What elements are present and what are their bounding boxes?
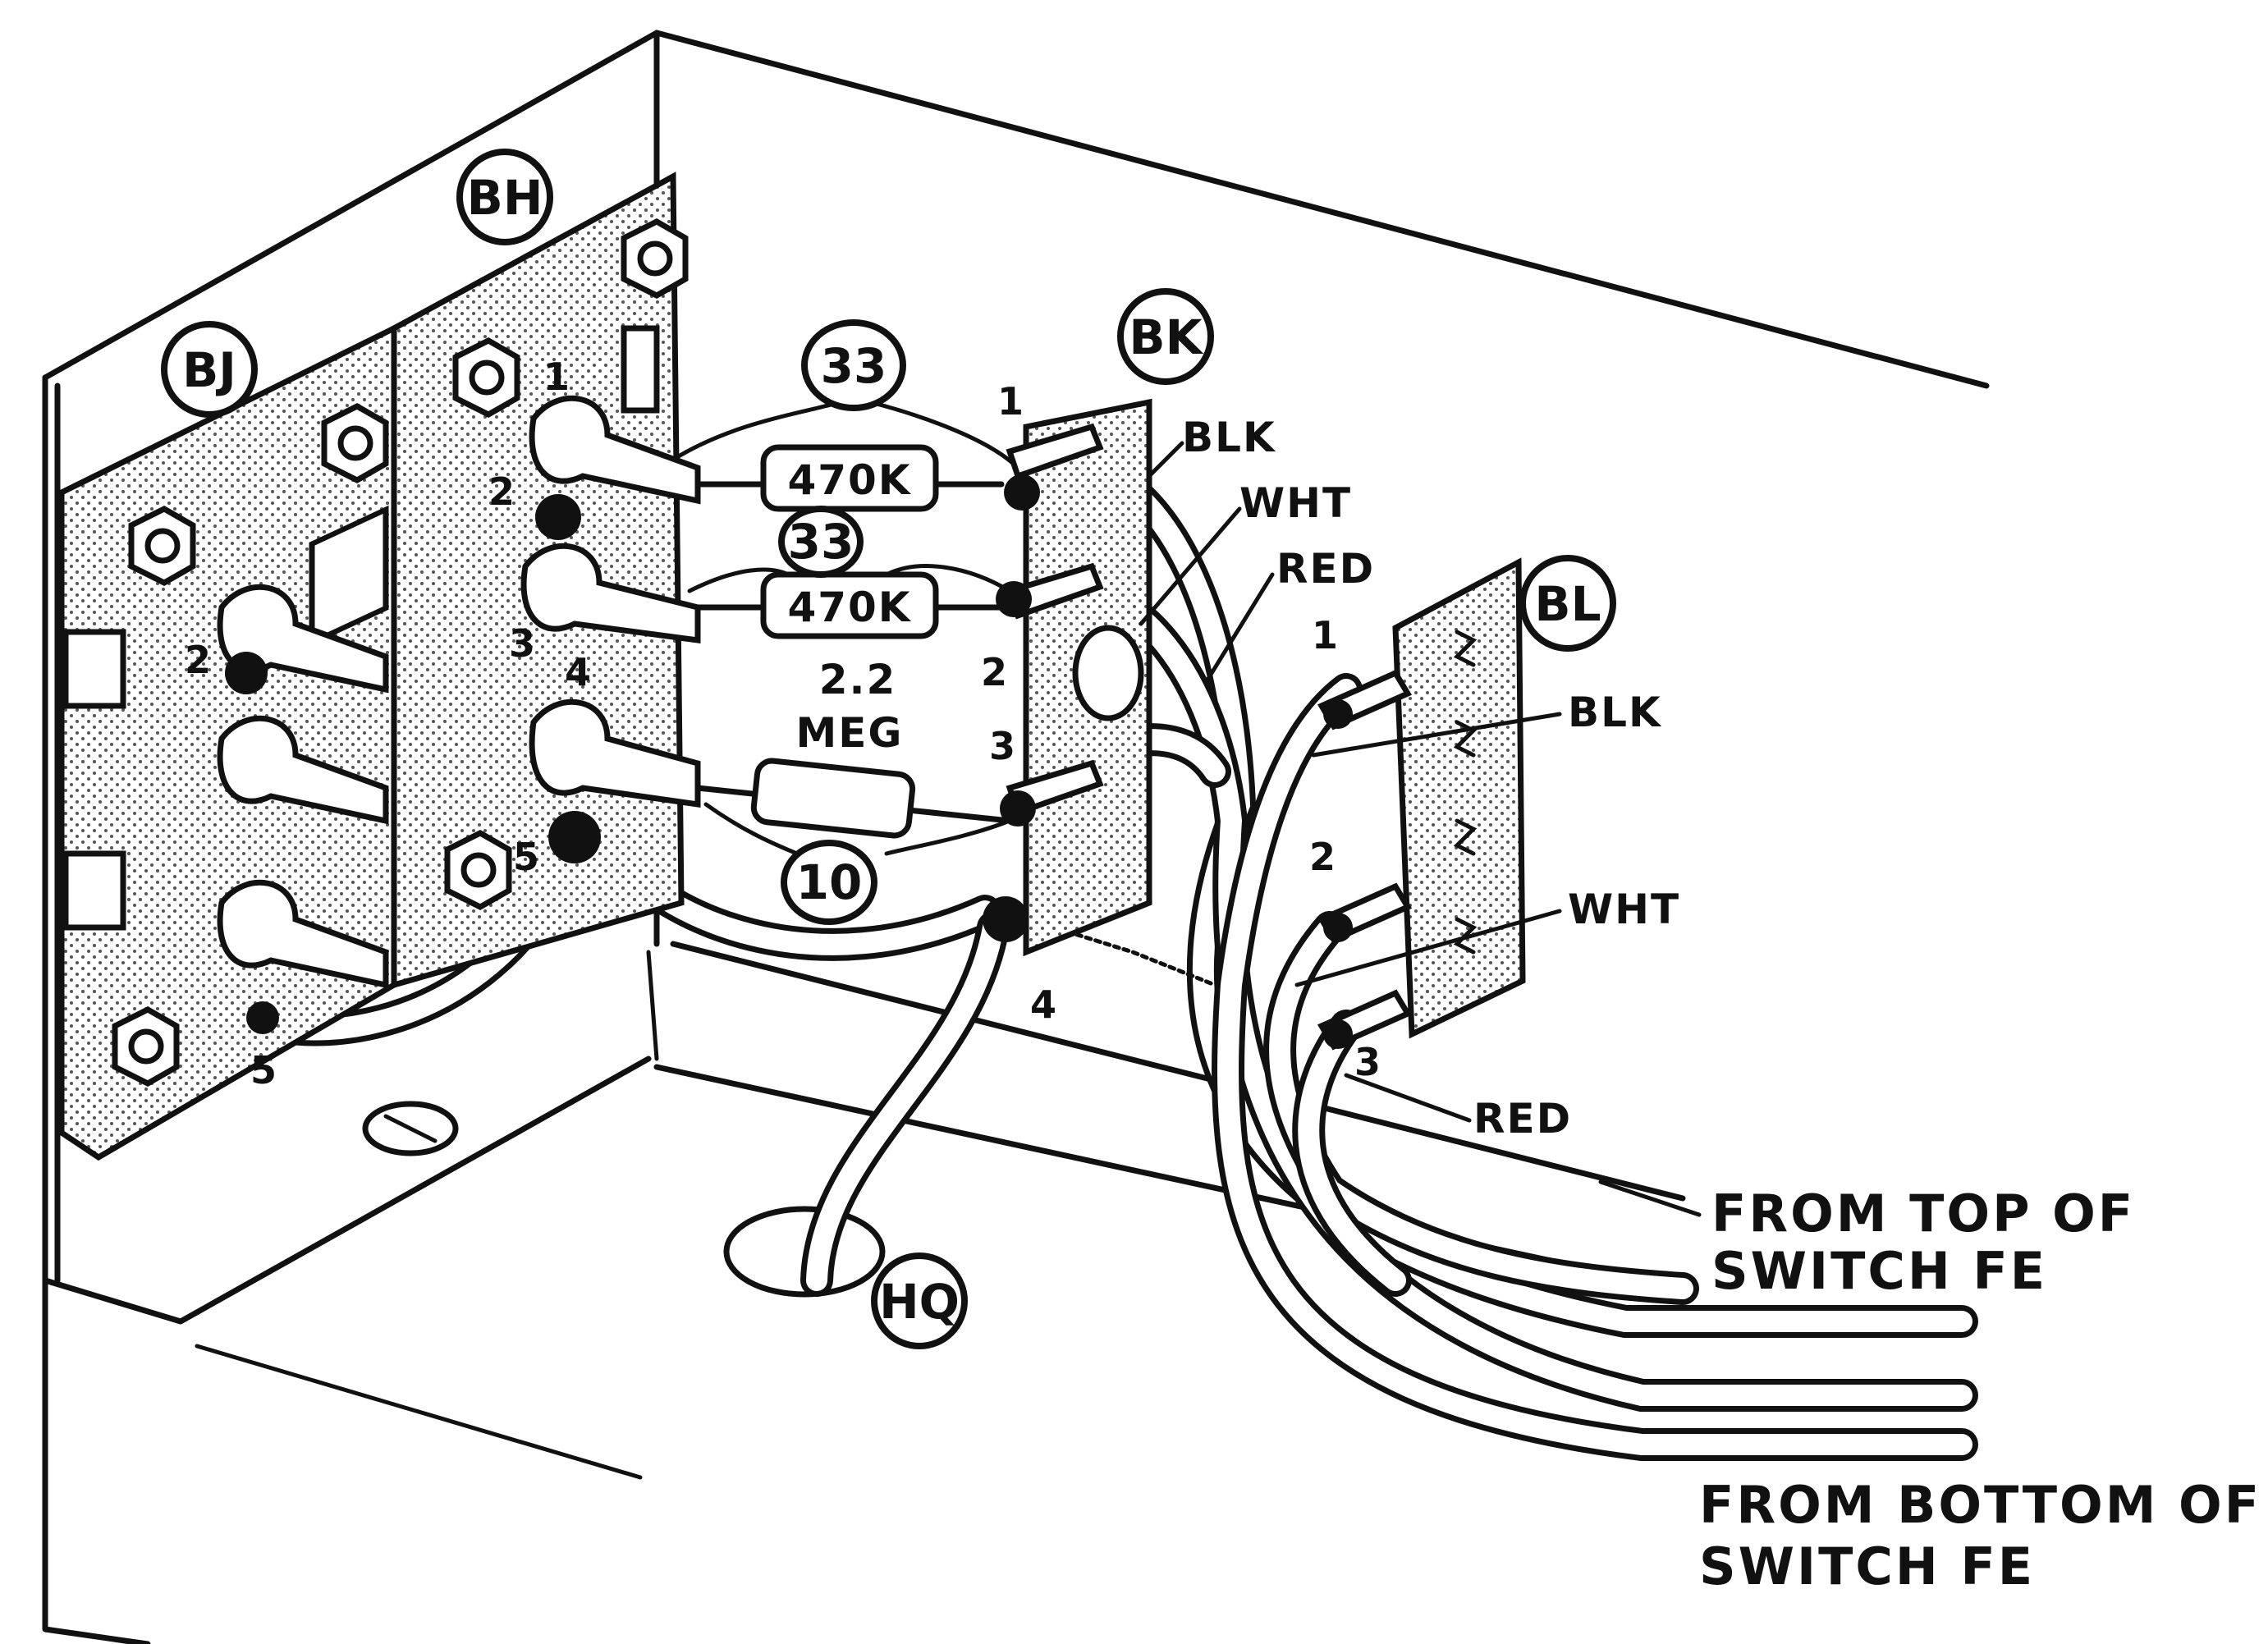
capacitor-33-middle: 33: [778, 506, 864, 578]
callout-bl: BL: [1519, 555, 1616, 652]
solder-joint: [1323, 1019, 1353, 1049]
resistors: [671, 400, 1020, 864]
callout-bk-label: BK: [1129, 309, 1203, 365]
terminal-lug: [529, 698, 701, 808]
resistor-2-2meg-value: 2.2: [819, 656, 897, 703]
terminal-bh-4: 4: [565, 650, 591, 694]
callout-hq-label: HQ: [879, 1274, 960, 1330]
terminal-bh-2: 2: [488, 469, 515, 514]
caption-from-bottom-line1: FROM BOTTOM OF: [1699, 1475, 2261, 1535]
terminal-lug: [217, 715, 389, 825]
capacitor-33-top-label: 33: [821, 338, 887, 394]
caption-from-top-line2: SWITCH FE: [1711, 1241, 2047, 1301]
solder-joint: [996, 581, 1032, 617]
chassis-left-wall: [42, 374, 151, 1644]
floor-screw: [362, 1101, 459, 1156]
solder-joint: [246, 1001, 279, 1034]
solder-joint: [1323, 913, 1353, 942]
terminal-bk-3: 3: [989, 724, 1015, 768]
wire-label-bk-blk: BLK: [1182, 414, 1276, 461]
capacitor-10-label: 10: [796, 854, 863, 910]
chassis-bottom-flange: [42, 1056, 652, 1325]
leader-lines: [1139, 441, 1702, 1217]
terminal-bl-1: 1: [1312, 613, 1338, 657]
solder-joint: [1323, 699, 1353, 729]
terminal-bh-3: 3: [509, 621, 535, 666]
wire-label-bl-wht: WHT: [1568, 886, 1680, 933]
socket-plate-bh: [391, 172, 701, 989]
terminal-bj-2: 2: [185, 638, 211, 682]
solder-joint: [225, 652, 268, 694]
solder-joint: [983, 896, 1029, 942]
capacitor-10: 10: [781, 840, 877, 925]
solder-joint: [548, 811, 601, 863]
capacitor-33-middle-label: 33: [788, 514, 855, 570]
terminal-lug: [217, 879, 389, 989]
chassis-floor-edge: [670, 941, 1686, 1202]
chassis-top-edge: [42, 30, 1990, 389]
caption-from-top-line1: FROM TOP OF: [1711, 1184, 2135, 1243]
socket-plate-bj: [58, 323, 397, 1161]
solder-joint: [1000, 790, 1036, 827]
wire-label-bk-red: RED: [1276, 545, 1375, 593]
callout-bh: BH: [456, 149, 553, 245]
callout-bl-label: BL: [1534, 576, 1601, 632]
terminal-strip-bk: [983, 398, 1152, 957]
wire-label-bk-wht: WHT: [1239, 479, 1352, 527]
solder-joint: [535, 494, 581, 540]
terminal-bk-4: 4: [1030, 982, 1056, 1027]
chassis-floor-line: [195, 1344, 643, 1480]
terminal-bj-5: 5: [250, 1048, 277, 1092]
terminal-bk-1: 1: [997, 379, 1024, 424]
capacitor-33-top: 33: [801, 319, 906, 411]
resistor-470k-top-label: 470K: [787, 456, 911, 504]
callout-bh-label: BH: [467, 170, 543, 226]
terminal-bh-5: 5: [513, 835, 539, 879]
wire-label-bl-red: RED: [1473, 1095, 1572, 1143]
callout-bj-label: BJ: [182, 342, 236, 398]
resistor-470k-middle-label: 470K: [787, 584, 911, 631]
floor-grommet-hole: [723, 1206, 886, 1298]
solder-joint: [1004, 474, 1040, 511]
wire-label-bl-blk: BLK: [1568, 689, 1662, 736]
resistor-470k-top: [760, 444, 939, 512]
terminal-lug: [520, 543, 701, 643]
callout-hq: HQ: [871, 1252, 968, 1349]
callout-bj: BJ: [161, 321, 258, 418]
terminal-bh-1: 1: [543, 355, 570, 399]
callout-bk: BK: [1117, 288, 1214, 385]
terminal-bl-3: 3: [1354, 1040, 1381, 1084]
terminal-bl-2: 2: [1309, 835, 1336, 879]
resistor-2-2meg: [750, 758, 916, 839]
terminal-strip-bl: [1317, 557, 1526, 1051]
resistor-2-2meg-unit: MEG: [796, 709, 904, 757]
floor-screw-slot: [383, 1114, 438, 1143]
terminal-bk-2: 2: [981, 650, 1007, 694]
caption-from-bottom-line2: SWITCH FE: [1699, 1536, 2035, 1596]
chassis-floor-crease: [646, 950, 659, 1061]
resistor-470k-middle: [760, 571, 939, 639]
